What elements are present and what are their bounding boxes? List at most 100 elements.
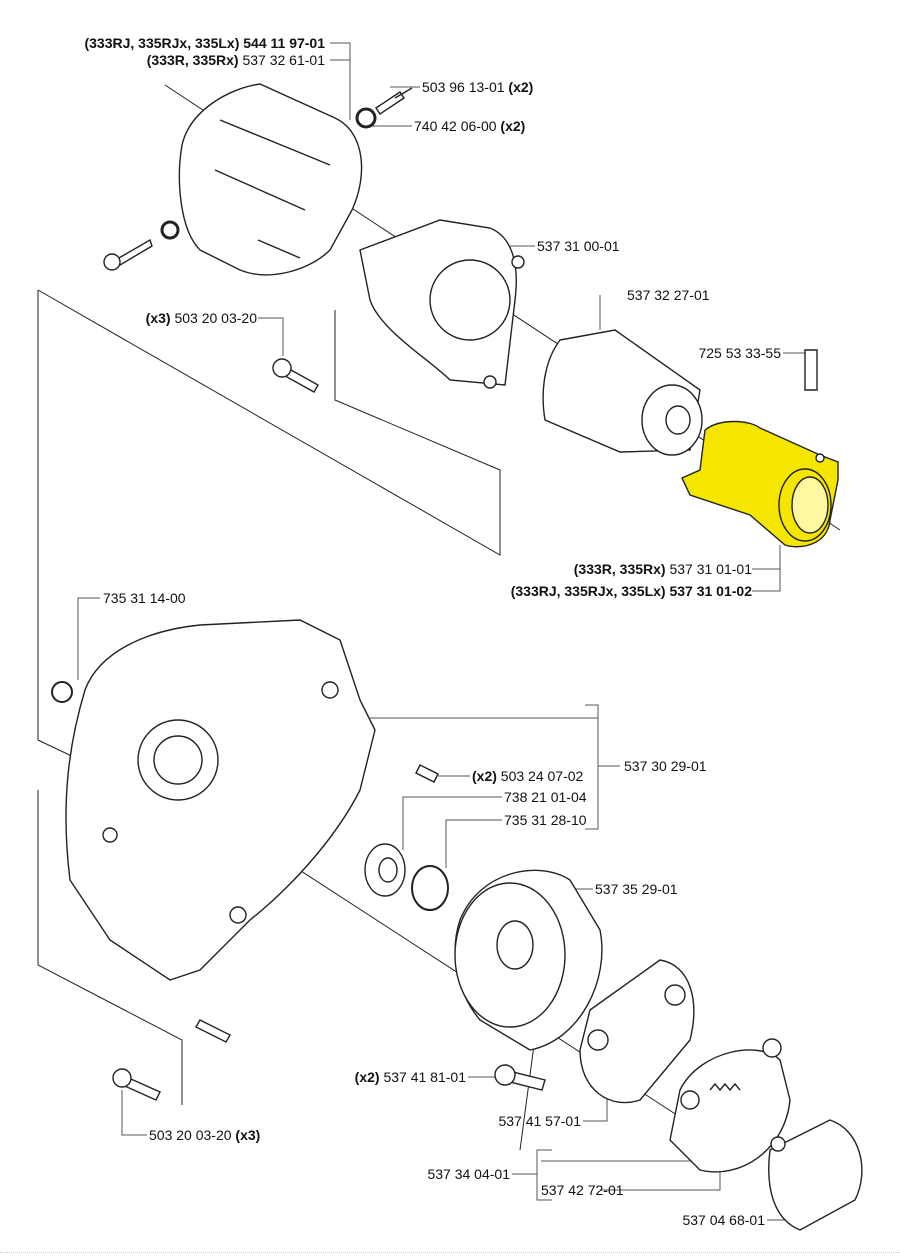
label-screw-x3-bottom: 503 20 03-20 (x3): [149, 1127, 260, 1143]
label-screw-top: 503 96 13-01 (x2): [422, 79, 533, 95]
leader-cover: [330, 42, 351, 120]
frame-line-bottom-left: [37, 790, 183, 1105]
model-note: (333RJ, 335RJx, 335Lx): [510, 583, 666, 599]
part-number: 537 41 81-01: [383, 1069, 466, 1085]
label-plate: 537 04 68-01: [682, 1212, 765, 1228]
label-bearing: 738 21 01-04: [504, 789, 587, 805]
label-washer: 537 41 57-01: [498, 1113, 581, 1129]
label-pin: (x2) 503 24 07-02: [472, 768, 583, 784]
part-number: 537 04 68-01: [682, 1212, 765, 1228]
crankcase-boss3: [229, 906, 247, 924]
model-note: (333R, 335Rx): [573, 561, 666, 577]
leader-screw-x3-top: [258, 317, 284, 356]
oring-left: [160, 220, 180, 240]
quantity: (x2): [508, 79, 534, 95]
parts: [103, 83, 818, 456]
label-clamp-rj: (333RJ, 335RJx, 335Lx) 537 31 01-02: [511, 583, 752, 599]
label-cap-screw: 725 53 33-55: [698, 345, 781, 361]
part-number: 503 20 03-20: [174, 310, 257, 326]
part-number: 503 96 13-01: [422, 79, 505, 95]
part-number: 537 32 61-01: [242, 52, 325, 68]
label-oring-top: 740 42 06-00 (x2): [414, 118, 525, 134]
leader-ring: [445, 819, 502, 868]
frame-line-middle: [334, 310, 501, 555]
label-shoulder-screw: (x2) 537 41 81-01: [355, 1069, 466, 1085]
bracket-crankcase: [370, 704, 620, 830]
housing-bore: [429, 259, 511, 341]
frame-line-left: [37, 290, 81, 761]
leader-clamp: [752, 545, 781, 592]
label-screw-x3-top: (x3) 503 20 03-20: [146, 310, 257, 326]
label-drum: 537 35 29-01: [595, 881, 678, 897]
pin-lower: [195, 1019, 231, 1043]
part-number: 537 31 01-02: [669, 583, 752, 599]
clutch-part: [669, 1049, 791, 1173]
plate-hole: [770, 1136, 786, 1152]
label-retaining-ring: 735 31 28-10: [504, 812, 587, 828]
part-number: 735 31 28-10: [504, 812, 587, 828]
crankcase-boss1: [321, 681, 339, 699]
cap-screw: [804, 349, 818, 391]
clamp-bore-inner: [791, 476, 829, 534]
screw-left-head: [103, 253, 121, 271]
crankcase-part: [65, 619, 376, 981]
washer-hole2: [587, 1029, 609, 1051]
quantity: (x2): [472, 768, 497, 784]
circlip-ring: [51, 681, 73, 703]
quantity: (x2): [500, 118, 526, 134]
part-number: 537 30 29-01: [624, 758, 707, 774]
leader-circlip: [77, 597, 100, 680]
screw-x3-bottom-head: [112, 1068, 132, 1088]
clutch-spring: [709, 1082, 741, 1092]
part-number: 503 20 03-20: [149, 1127, 232, 1143]
label-crankcase: 537 30 29-01: [624, 758, 707, 774]
drum-hub: [496, 920, 534, 970]
part-number: 537 34 04-01: [427, 1166, 510, 1182]
leader-bearing: [402, 796, 502, 850]
label-cover-rj: (333RJ, 335RJx, 335Lx) 544 11 97-01: [84, 35, 325, 51]
model-note: (333R, 335Rx): [146, 52, 239, 68]
plate-part: [768, 1119, 863, 1231]
part-number: 537 35 29-01: [595, 881, 678, 897]
housing-hole2: [483, 375, 497, 389]
label-spring: 537 42 72-01: [541, 1182, 624, 1198]
bracket-clutch: [512, 1140, 721, 1201]
part-number: 740 42 06-00: [414, 118, 497, 134]
washer-hole1: [664, 984, 686, 1006]
part-number: 544 11 97-01: [243, 35, 325, 51]
label-clamp-r: (333R, 335Rx) 537 31 01-01: [574, 561, 752, 577]
highlighted-clamp: [681, 420, 839, 548]
shoulder-screw-head: [494, 1064, 516, 1086]
quantity: (x2): [354, 1069, 380, 1085]
lower-parts: [51, 619, 863, 1231]
label-circlip: 735 31 14-00: [103, 590, 186, 606]
footer-divider: [0, 1252, 900, 1253]
bearing-inner: [378, 857, 398, 883]
clamp-hole: [815, 453, 825, 463]
part-number: 537 41 57-01: [498, 1113, 581, 1129]
cover-part: [178, 83, 363, 276]
label-sleeve: 537 32 27-01: [627, 287, 710, 303]
retaining-ring: [411, 865, 449, 911]
label-housing: 537 31 00-01: [537, 238, 620, 254]
crankcase-bore-inner: [153, 735, 203, 785]
cover-inner: [214, 119, 331, 259]
leader-screw-x3-bottom: [121, 1090, 147, 1136]
quantity: (x3): [145, 310, 171, 326]
part-number: 503 24 07-02: [500, 768, 584, 784]
crankcase-boss2: [102, 827, 118, 843]
oring-top: [355, 107, 377, 129]
label-cover-r: (333R, 335Rx) 537 32 61-01: [147, 52, 325, 68]
part-number: 537 32 27-01: [627, 287, 710, 303]
screw-x3-top-head: [272, 358, 292, 378]
label-clutch: 537 34 04-01: [427, 1166, 510, 1182]
sleeve-bore: [665, 405, 691, 435]
part-number: 537 31 01-01: [669, 561, 752, 577]
model-note: (333RJ, 335RJx, 335Lx): [84, 35, 240, 51]
housing-hole1: [511, 255, 525, 269]
part-number: 537 31 00-01: [537, 238, 620, 254]
part-number: 537 42 72-01: [541, 1182, 624, 1198]
clutch-hole2: [762, 1038, 782, 1058]
part-number: 725 53 33-55: [698, 345, 781, 361]
